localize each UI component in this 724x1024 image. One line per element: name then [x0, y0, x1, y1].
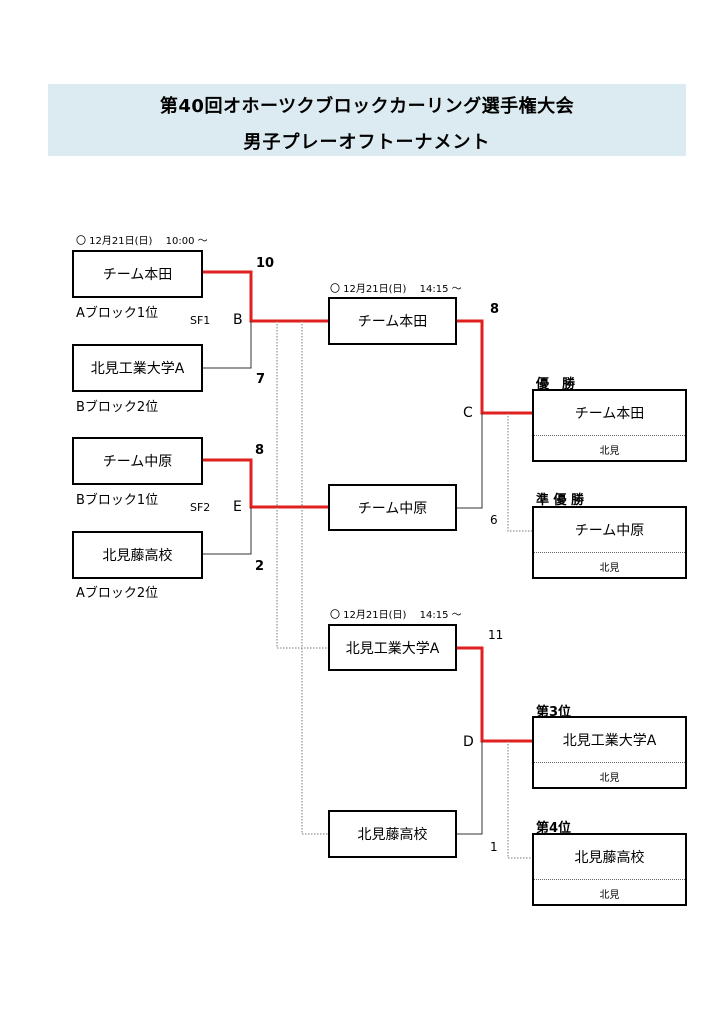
- sf2-team2-box[interactable]: 北見藤高校: [72, 531, 203, 579]
- third-game-label: D: [463, 734, 474, 750]
- result-location: 北見: [599, 889, 620, 901]
- result-card-runner-up: チーム中原 北見: [532, 506, 687, 579]
- result-location: 北見: [599, 772, 620, 784]
- team-name: チーム本田: [102, 267, 173, 283]
- sf1-winner-line: [202, 270, 328, 323]
- team-name: 北見藤高校: [357, 827, 428, 843]
- team-name: 北見工業大学A: [90, 361, 185, 377]
- third-loser-dotted: [507, 741, 533, 859]
- sf2-winner-line: [202, 458, 328, 509]
- result-card-third: 北見工業大学A 北見: [532, 716, 687, 789]
- sf2-label: SF2: [190, 501, 211, 514]
- sf2-game-label: E: [233, 499, 242, 515]
- sf1-label: SF1: [190, 314, 211, 327]
- final-loser-line: [456, 413, 483, 509]
- final-schedule: 〇 12月21日(日) 14:15 ～: [330, 284, 462, 295]
- third-winner-line: [456, 646, 533, 743]
- final-team1-score: 8: [490, 302, 500, 317]
- team-name: チーム中原: [357, 500, 428, 517]
- sf1-team1-seed: Aブロック1位: [76, 306, 159, 321]
- tournament-title: 第40回オホーツクブロックカーリング選手権大会: [159, 96, 575, 117]
- third-place-schedule: 〇 12月21日(日) 14:15 ～: [330, 610, 462, 621]
- team-name: チーム本田: [357, 314, 428, 330]
- team-name: 北見藤高校: [102, 548, 173, 564]
- third-team1-score: 11: [488, 628, 504, 642]
- rank-label-2: 準 優 勝: [536, 493, 585, 508]
- result-location: 北見: [599, 445, 620, 457]
- sf1-team1-score: 10: [256, 256, 275, 271]
- result-team: チーム本田: [534, 391, 685, 436]
- final-winner-line: [456, 319, 533, 415]
- result-location: 北見: [599, 562, 620, 574]
- final-loser-dotted: [507, 413, 533, 532]
- sf1-loser-line: [202, 321, 252, 369]
- team-name: チーム中原: [102, 454, 173, 470]
- sf2-team2-seed: Aブロック2位: [76, 586, 159, 601]
- sf1-team1-box[interactable]: チーム本田: [72, 250, 203, 298]
- rank-label-1: 優 勝: [536, 377, 576, 392]
- result-card-champion: チーム本田 北見: [532, 389, 687, 462]
- semifinal-schedule: 〇 12月21日(日) 10:00 ～: [76, 236, 208, 247]
- result-team: 北見藤高校: [534, 835, 685, 880]
- result-team: 北見工業大学A: [534, 718, 685, 763]
- final-team2-box[interactable]: チーム中原: [328, 484, 457, 531]
- sf1-loser-dotted: [276, 321, 328, 649]
- team-name: 北見工業大学A: [345, 640, 440, 657]
- third-team1-box[interactable]: 北見工業大学A: [328, 624, 457, 671]
- sf1-team2-box[interactable]: 北見工業大学A: [72, 344, 203, 392]
- title-banner: 第40回オホーツクブロックカーリング選手権大会 男子プレーオフトーナメント: [48, 84, 686, 156]
- result-card-fourth: 北見藤高校 北見: [532, 833, 687, 906]
- sf1-team2-score: 7: [256, 372, 266, 387]
- sf2-team1-score: 8: [255, 443, 265, 458]
- sf2-team1-seed: Bブロック1位: [76, 493, 159, 508]
- third-loser-line: [456, 741, 483, 835]
- rank-label-4: 第4位: [536, 821, 572, 836]
- sf2-team1-box[interactable]: チーム中原: [72, 437, 203, 485]
- sf2-loser-line: [202, 507, 252, 555]
- sf2-loser-dotted: [301, 321, 328, 835]
- final-team1-box[interactable]: チーム本田: [328, 297, 457, 345]
- sf1-team2-seed: Bブロック2位: [76, 400, 159, 415]
- sf2-team2-score: 2: [255, 559, 265, 574]
- third-team2-box[interactable]: 北見藤高校: [328, 810, 457, 858]
- tournament-subtitle: 男子プレーオフトーナメント: [243, 132, 491, 153]
- sf1-game-label: B: [233, 312, 243, 328]
- final-team2-score: 6: [490, 513, 498, 527]
- third-team2-score: 1: [490, 840, 498, 854]
- result-team: チーム中原: [534, 508, 685, 553]
- final-game-label: C: [463, 405, 473, 421]
